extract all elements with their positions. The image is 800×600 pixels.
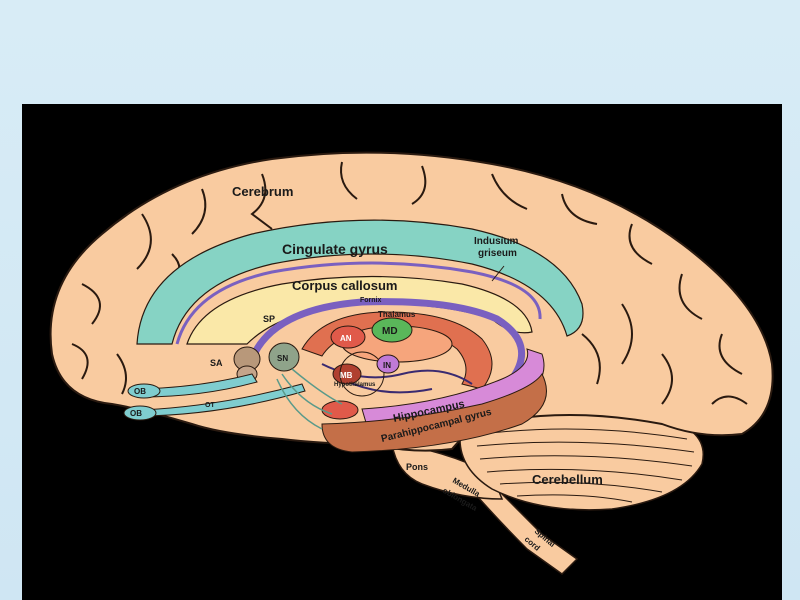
temporal-fibers: [276, 368, 343, 430]
label-sn: SN: [277, 354, 288, 363]
olfactory-bulb-1: [127, 383, 161, 399]
indusium-griseum: [175, 261, 542, 345]
septal-nucleus: [268, 342, 300, 372]
hypothalamus-region: [339, 351, 385, 397]
brainstem: [391, 443, 504, 500]
interpeduncular-nucleus: [376, 354, 400, 374]
spinal-cord: [475, 482, 579, 575]
label-pons: Pons: [406, 462, 428, 472]
anterior-nucleus: [330, 325, 366, 349]
label-an: AN: [340, 334, 352, 343]
indusium-griseum-pointer: [491, 265, 505, 282]
mammillary-body: [332, 363, 362, 385]
slide-background-top: [0, 0, 800, 104]
label-ob-2: OB: [130, 409, 142, 418]
label-indusium-griseum-2: griseum: [478, 248, 517, 259]
olfactory-tract: [141, 373, 258, 398]
label-sp: SP: [263, 314, 275, 324]
olfactory-tract-2: [141, 383, 306, 417]
cerebral-sulci: [71, 161, 748, 405]
label-cerebrum: Cerebrum: [232, 184, 293, 199]
label-cerebellum: Cerebellum: [532, 472, 603, 487]
label-fornix: Fornix: [360, 297, 381, 304]
label-indusium-griseum-1: Indusium: [474, 236, 519, 247]
parahippocampal-gyrus: [321, 373, 547, 453]
brain-limbic-system-diagram: Cerebrum Cingulate gyrus Indusium griseu…: [49, 151, 774, 575]
label-thalamus: Thalamus: [378, 310, 416, 319]
label-hypothalamus: Hypothalamus: [334, 382, 376, 388]
label-ob-1: OB: [134, 387, 146, 396]
label-cingulate-gyrus: Cingulate gyrus: [282, 241, 388, 257]
label-corpus-callosum: Corpus callosum: [292, 278, 397, 293]
cerebellum-folia: [476, 428, 695, 503]
diagram-panel: Cerebrum Cingulate gyrus Indusium griseu…: [22, 104, 782, 600]
olfactory-bulb-2: [123, 405, 157, 421]
label-sa: SA: [210, 358, 223, 368]
cingulate-gyrus: [136, 219, 584, 345]
label-ot: OT: [205, 402, 215, 409]
label-in: IN: [383, 361, 391, 370]
label-md: MD: [382, 326, 398, 337]
md-nucleus: [371, 317, 413, 343]
label-mb: MB: [340, 371, 353, 380]
